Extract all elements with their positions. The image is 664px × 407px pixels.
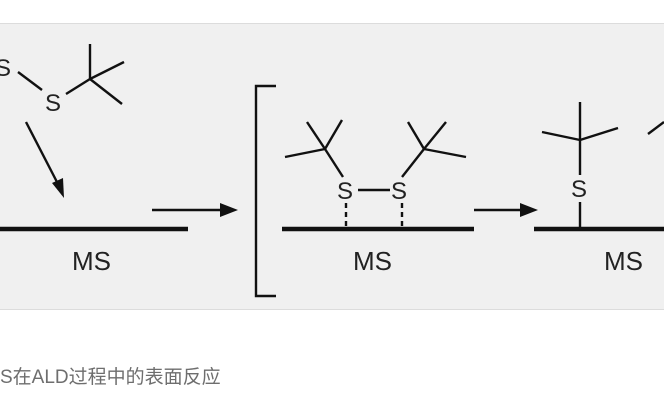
surface-label-stage-3: MS [604,246,643,276]
sulfur-label-stage-1-right: S [45,90,61,117]
sulfur-label-stage-3: S [571,176,587,203]
approach-arrow [24,121,64,198]
stage-3-molecule [541,102,664,228]
sulfur-label-stage-2-right: S [391,178,407,205]
intermediate-bracket [254,84,276,298]
reaction-arrow-1 [152,203,238,217]
reaction-arrow-2 [474,203,538,217]
reaction-scheme-figure: S S S S S MS MS MS [0,23,664,310]
surface-label-stage-2: MS [353,246,392,276]
reaction-scheme-diagram: S S S S S MS MS MS [0,44,664,298]
surface-label-stage-1: MS [72,246,111,276]
sulfur-label-stage-1-left: S [0,55,11,82]
stage-1-molecule [17,44,125,105]
stage-2-molecule [284,119,467,192]
surface-interaction-dashes [344,203,404,227]
figure-caption: S在ALD过程中的表面反应 [0,367,221,388]
sulfur-label-stage-2-left: S [337,178,353,205]
